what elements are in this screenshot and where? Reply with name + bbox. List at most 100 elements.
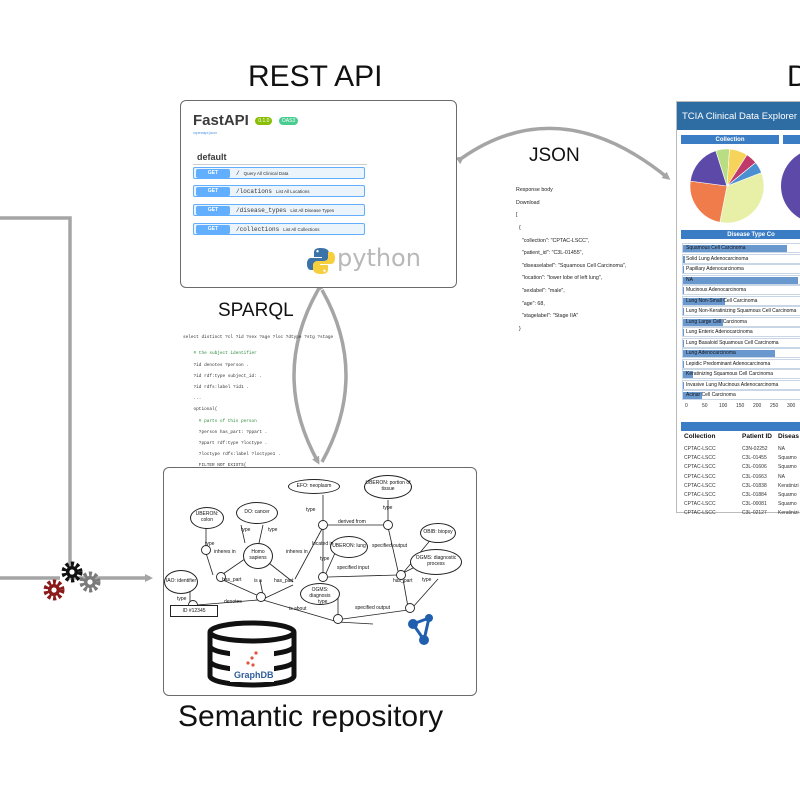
disease-type-row[interactable]: Invasive Lung Mucinous Adenocarcinoma (682, 379, 800, 390)
node-do-cancer: DO: cancer (236, 502, 278, 524)
node-uberon-colon: UBERON: colon (190, 507, 224, 529)
disease-type-row[interactable]: Lung Non-Small Cell Carcinoma (682, 295, 800, 306)
pie-slice[interactable] (726, 162, 762, 187)
endpoint-path: / (236, 169, 240, 177)
edge-label-type: type (383, 505, 393, 511)
edge-label-type: type (268, 527, 278, 533)
disease-type-bar (683, 329, 684, 336)
json-line: "collection": "CPTAC-LSCC", (516, 237, 590, 244)
explorer-title: TCIA Clinical Data Explorer (682, 110, 798, 122)
pie-slice[interactable] (689, 180, 728, 223)
disease-type-row[interactable]: Mucinous Adenocarcinoma (682, 285, 800, 295)
disease-type-bar (683, 297, 726, 305)
disease-type-row[interactable]: Acinar Cell Carcinoma (682, 390, 800, 400)
pie-slice[interactable] (719, 172, 765, 224)
edge-label-type: type (306, 507, 316, 513)
edge-label-located-in: located in (312, 541, 334, 547)
disease-type-bar (683, 392, 703, 399)
table-cell: C3L-02127 (742, 510, 767, 517)
disease-header-label: Disease Type Co (727, 231, 775, 238)
endpoint-desc: List All Disease Types (290, 207, 335, 213)
table-cell: CPTAC-LSCC (684, 473, 716, 480)
json-line: Download (516, 199, 540, 206)
node-efo-neoplasm: EFO: neoplasm (288, 479, 340, 494)
disease-type-label: Keratinizing Squamous Cell Carcinoma (686, 371, 773, 377)
table-cell: NA (778, 473, 785, 480)
disease-type-row[interactable]: Keratinizing Squamous Cell Carcinoma (682, 369, 800, 379)
get-method-badge: GET (196, 224, 230, 234)
table-cell: C3L-01606 (742, 464, 767, 471)
json-line: "sexlabel": "male", (516, 288, 565, 295)
sparql-line: select distinct ?cl ?id ?sex ?age ?loc ?… (183, 334, 334, 340)
disease-type-row[interactable]: Lung Basaloid Squamous Cell Carcinoma (682, 337, 800, 348)
sparql-label: SPARQL (218, 300, 294, 321)
json-line: { (516, 225, 521, 232)
json-line: Response body (516, 187, 553, 194)
json-arrow (455, 126, 671, 180)
table-header-patient-id[interactable]: Patient ID (742, 433, 772, 440)
table-header-collection[interactable]: Collection (684, 433, 716, 440)
table-cell: Squamo (778, 464, 797, 471)
graphdb-label: GraphDB (234, 670, 274, 680)
json-response-snippet: Response body Download [ { "collection":… (516, 181, 626, 338)
table-cell: Keratinizi (778, 510, 799, 517)
table-cell: NA (778, 446, 785, 452)
table-cell: CPTAC-LSCC (684, 492, 716, 498)
get-method-badge: GET (196, 186, 230, 196)
endpoint-path: /disease_types (236, 206, 287, 214)
table-cell: C3L-01455 (742, 455, 767, 462)
default-section-title[interactable]: default (197, 152, 227, 162)
axis-tick-label: 100 (719, 403, 728, 409)
table-header-disease[interactable]: Diseas (778, 433, 799, 440)
graphdb-database-icon (207, 620, 297, 688)
node-iao-identifier: IAO: identifier (164, 570, 198, 594)
rdf-icon (408, 614, 433, 645)
disease-type-label: Invasive Lung Mucinous Adenocarcinoma (686, 381, 779, 388)
sparql-line: FILTER NOT EXISTS{ (183, 463, 247, 469)
table-cell: C3L-01838 (742, 482, 767, 489)
table-cell: CPTAC-LSCC (684, 482, 716, 489)
table-cell: CPTAC-LSCC (684, 464, 716, 471)
disease-type-row[interactable]: Papillary Adenocarcinoma (682, 264, 800, 274)
disease-type-row[interactable]: Lung Enteric Adenocarcinoma (682, 327, 800, 337)
pie-slice[interactable] (689, 150, 728, 187)
sparql-line: # the subject identifier (183, 351, 257, 357)
disease-type-row[interactable]: Lung Adenocarcinoma (682, 348, 800, 358)
collection-pie-chart (689, 148, 765, 224)
node-ogms-diagnosis: OGMS: diagnosis (300, 583, 340, 605)
disease-type-bar (683, 255, 685, 263)
disease-type-label: Lung Enteric Adenocarcinoma (686, 329, 753, 335)
edge-label-specified-output: specified output (355, 605, 391, 611)
disease-type-row[interactable]: Lung Non-Keratinizing Squamous Cell Carc… (682, 306, 800, 316)
edge-label-inheres-in: inheres in (214, 549, 236, 555)
disease-type-row[interactable]: Squamous Cell Carcinoma (682, 243, 800, 253)
sparql-line: ?id rdfs:label ?id1 . (183, 384, 249, 390)
endpoint-row-root[interactable]: GET / Query All Clinical Data (193, 167, 365, 179)
collection-header-label: Collection (715, 136, 745, 143)
disease-type-row[interactable]: Lung Large Cell Carcinoma (682, 316, 800, 327)
pie-slice[interactable] (781, 149, 800, 223)
semantic-repository-panel (163, 467, 477, 696)
disease-type-label: Lepidic Predominant Adenocarcinoma (686, 360, 771, 367)
endpoint-desc: Query All Clinical Data (243, 170, 289, 176)
endpoint-row-collections[interactable]: GET /collections List All Collections (193, 223, 365, 235)
dashboard-label-partial: D (787, 60, 800, 93)
disease-type-label: Lung Large Cell Carcinoma (686, 318, 747, 325)
openapi-link[interactable]: /openapi.json (193, 130, 217, 135)
disease-type-row[interactable]: Solid Lung Adenocarcinoma (682, 253, 800, 264)
disease-type-row[interactable]: NA (682, 274, 800, 285)
table-cell: CPTAC-LSCC (684, 501, 716, 508)
disease-type-bar (683, 350, 775, 357)
table-cell: CPTAC-LSCC (684, 446, 716, 452)
node-uberon-portion-of-tissue: UBERON: portion of tissue (364, 475, 412, 499)
disease-type-label: Lung Basaloid Squamous Cell Carcinoma (686, 339, 779, 346)
disease-type-label: Lung Adenocarcinoma (686, 350, 736, 356)
disease-type-row[interactable]: Lepidic Predominant Adenocarcinoma (682, 358, 800, 369)
axis-tick-label: 300 (787, 403, 796, 409)
sparql-arrow-right (320, 289, 348, 463)
endpoint-row-locations[interactable]: GET /locations List All Locations (193, 185, 365, 197)
disease-type-label: Lung Non-Keratinizing Squamous Cell Carc… (686, 308, 797, 314)
disease-type-label: NA (686, 276, 693, 283)
endpoint-row-disease-types[interactable]: GET /disease_types List All Disease Type… (193, 204, 365, 216)
